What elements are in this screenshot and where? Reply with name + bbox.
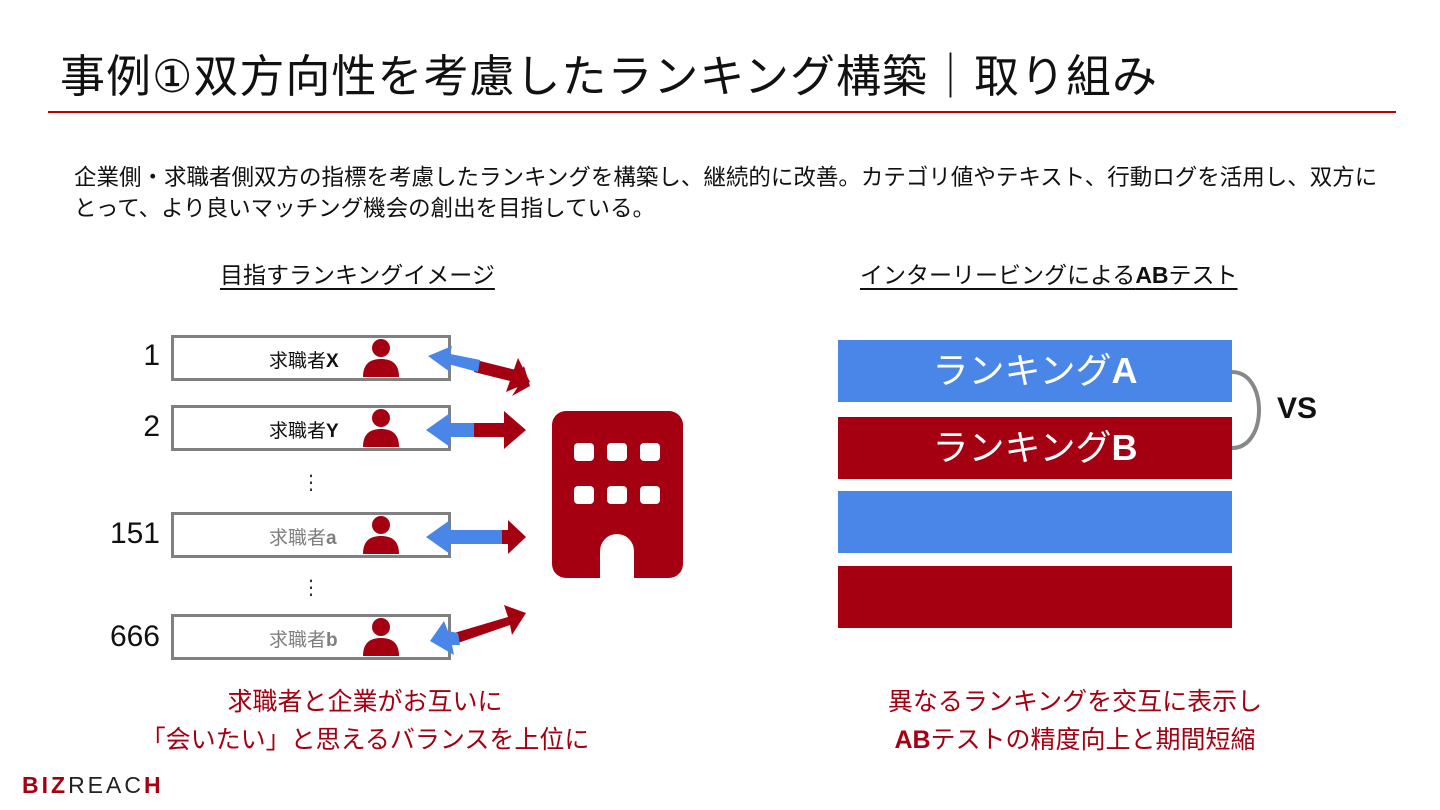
- person-icon: [363, 516, 399, 554]
- ellipsis-1: ⋮: [301, 470, 321, 494]
- ranking-a-bar: ランキングA: [838, 340, 1232, 402]
- left-caption: 求職者と企業がお互いに 「会いたい」と思えるバランスを上位に: [130, 683, 600, 759]
- right-section-heading: インターリービングによるABテスト: [860, 262, 1238, 289]
- left-caption-line1: 求職者と企業がお互いに: [227, 687, 503, 716]
- person-icon: [363, 409, 399, 447]
- rank-number-666: 666: [109, 620, 160, 653]
- bidirectional-arrow-4: [430, 605, 526, 655]
- bidirectional-arrow-3: [426, 520, 526, 554]
- page-title: 事例①双方向性を考慮したランキング構築｜取り組み: [60, 50, 1158, 103]
- bizreach-logo: BIZREACH: [22, 772, 164, 798]
- ranking-row-151: 求職者a: [171, 512, 451, 558]
- candidate-label-a: 求職者a: [269, 527, 337, 549]
- company-building-icon: [552, 411, 683, 578]
- person-icon: [363, 618, 399, 656]
- title-divider: [48, 111, 1396, 113]
- comparison-bracket: [1231, 370, 1261, 450]
- ranking-row-1: 求職者X: [171, 335, 451, 381]
- right-caption: 異なるランキングを交互に表示し ABテストの精度向上と期間短縮: [840, 683, 1310, 759]
- rank-number-1: 1: [143, 339, 160, 372]
- interleaved-bar-4: [838, 566, 1232, 628]
- description-text: 企業側・求職者側双方の指標を考慮したランキングを構築し、継続的に改善。カテゴリ値…: [74, 165, 1378, 222]
- right-caption-line2: ABテストの精度向上と期間短縮: [894, 725, 1256, 754]
- candidate-label-b: 求職者b: [269, 629, 338, 651]
- candidate-label-x: 求職者X: [269, 350, 339, 372]
- left-caption-line2: 「会いたい」と思えるバランスを上位に: [140, 725, 590, 754]
- rank-number-151: 151: [109, 517, 160, 550]
- right-caption-line1: 異なるランキングを交互に表示し: [887, 687, 1263, 716]
- ellipsis-2: ⋮: [301, 575, 321, 599]
- vs-label: VS: [1277, 392, 1318, 425]
- ranking-row-666: 求職者b: [171, 614, 451, 660]
- ranking-a-label: ランキングA: [932, 350, 1138, 392]
- person-icon: [363, 339, 399, 377]
- ranking-b-bar: ランキングB: [838, 417, 1232, 479]
- ranking-row-2: 求職者Y: [171, 405, 451, 451]
- bidirectional-arrow-1: [428, 346, 530, 396]
- rank-number-2: 2: [143, 410, 160, 443]
- interleaved-bar-3: [838, 491, 1232, 553]
- candidate-label-y: 求職者Y: [269, 420, 339, 442]
- ranking-b-label: ランキングB: [932, 427, 1138, 469]
- left-section-heading: 目指すランキングイメージ: [220, 263, 495, 289]
- bidirectional-arrow-2: [426, 411, 526, 449]
